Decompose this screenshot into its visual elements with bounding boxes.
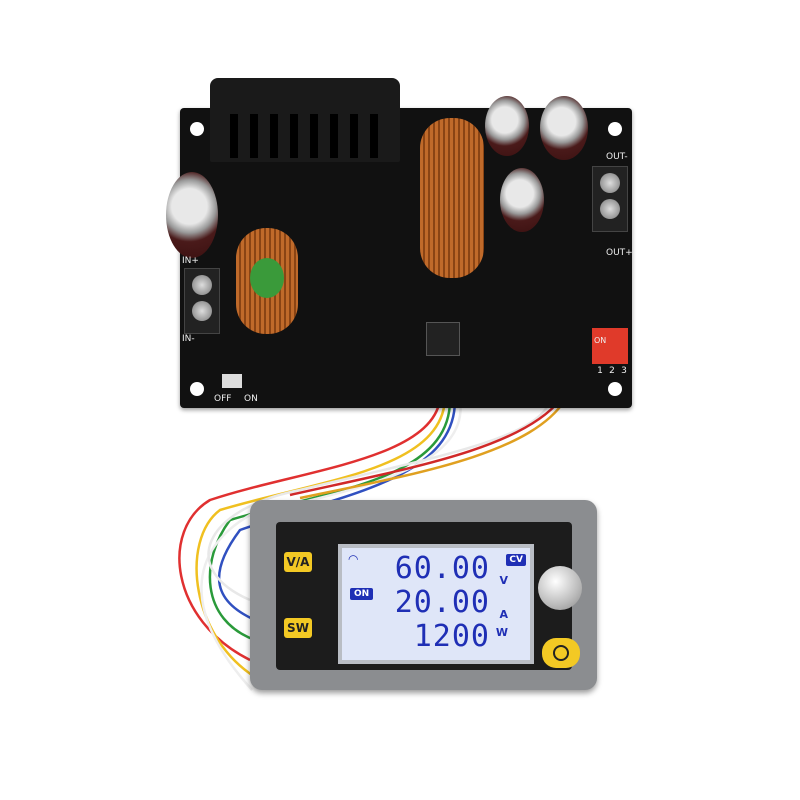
input-inductor: [236, 228, 298, 334]
cv-badge: CV: [506, 554, 526, 566]
input-terminal: [184, 268, 220, 334]
wifi-icon: ◠: [348, 552, 359, 566]
mount-hole: [608, 382, 622, 396]
va-button[interactable]: V/A: [284, 552, 312, 572]
in-plus-label: IN+: [182, 256, 199, 266]
capacitor: [540, 96, 588, 160]
on-label: ON: [244, 394, 258, 404]
lcd-screen: ◠ ON CV 60.00 V 20.00 A 1200 W: [338, 544, 534, 664]
off-label: OFF: [214, 394, 232, 404]
converter-board: IN+ IN- OUT+ OUT- OFF ON ON 1 2 3: [166, 96, 633, 408]
current-readout: 20.00: [394, 585, 490, 620]
output-inductor: [420, 118, 484, 278]
capacitor: [166, 172, 218, 258]
out-plus-label: OUT+: [606, 248, 633, 258]
controller-chip: [426, 322, 460, 356]
dip-switch[interactable]: ON: [592, 328, 628, 364]
power-switch[interactable]: [222, 374, 242, 388]
sw-button[interactable]: SW: [284, 618, 312, 638]
output-on-badge: ON: [350, 588, 374, 600]
power-icon: [553, 645, 569, 661]
mount-hole: [608, 122, 622, 136]
voltage-unit: V: [499, 574, 508, 587]
capacitor: [485, 96, 529, 156]
dip-number: 1: [597, 366, 603, 376]
power-unit: W: [495, 626, 508, 639]
capacitor: [500, 168, 544, 232]
mount-hole: [190, 122, 204, 136]
output-terminal: [592, 166, 628, 232]
current-unit: A: [499, 608, 508, 621]
display-module: V/A SW ◠ ON CV 60.00 V 20.00 A 1200 W: [250, 500, 597, 690]
voltage-readout: 60.00: [394, 551, 490, 586]
dip-number: 2: [609, 366, 615, 376]
out-minus-label: OUT-: [606, 152, 628, 162]
rotary-knob[interactable]: [538, 566, 582, 610]
in-minus-label: IN-: [182, 334, 195, 344]
cooling-fan-heatsink: [210, 78, 400, 162]
mount-hole: [190, 382, 204, 396]
dip-on-label: ON: [594, 336, 607, 345]
power-button[interactable]: [542, 638, 580, 668]
power-readout: 1200: [413, 619, 490, 654]
dip-number: 3: [621, 366, 627, 376]
